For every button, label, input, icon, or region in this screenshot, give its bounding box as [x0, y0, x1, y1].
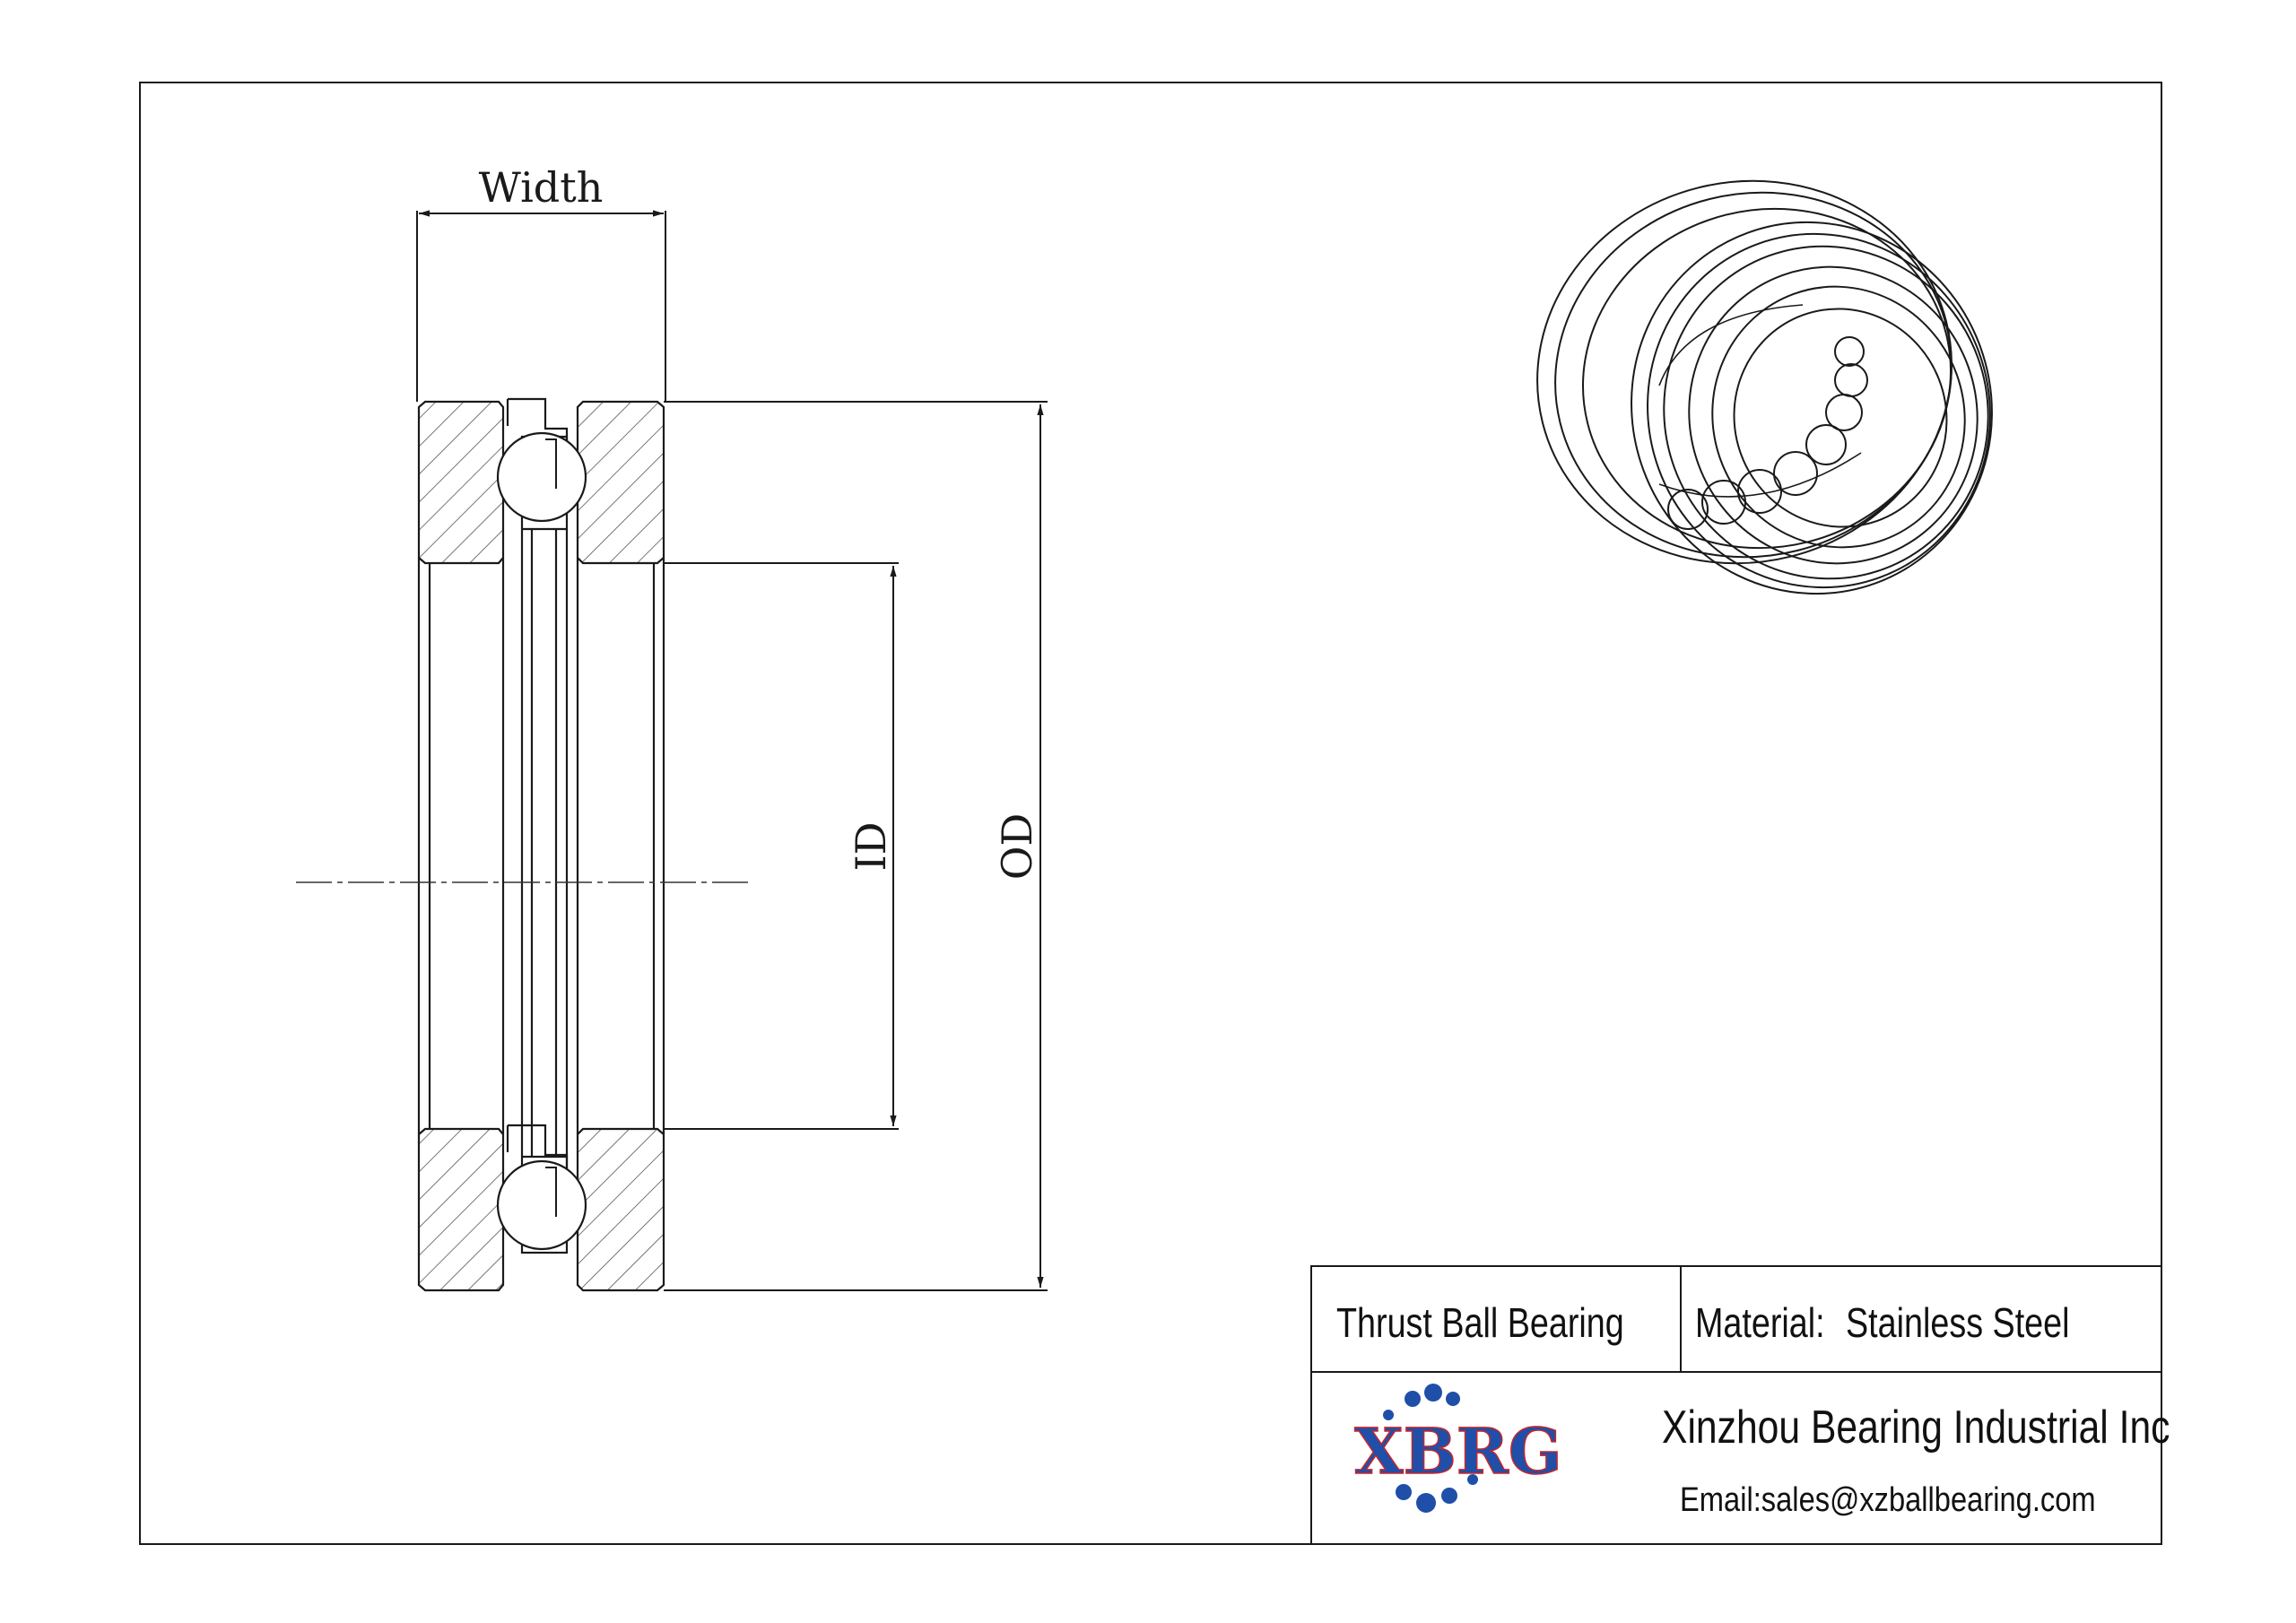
lower-left-washer [417, 1127, 505, 1292]
od-dimension [664, 401, 1048, 1291]
drawing-frame [139, 82, 2162, 1545]
upper-right-washer [576, 400, 665, 565]
od-label: OD [993, 813, 1041, 881]
material-label: Material: [1695, 1299, 1825, 1346]
id-label: ID [847, 821, 895, 871]
company-logo: XBRG [1354, 1384, 1562, 1513]
width-dimension [416, 210, 666, 402]
upper-ball [496, 431, 587, 523]
upper-left-washer [417, 400, 505, 565]
lower-right-washer [576, 1127, 665, 1292]
title-block [1310, 1265, 2162, 1545]
company-email: Email:sales@xzballbearing.com [1680, 1481, 2096, 1519]
bearing-cross-section [417, 397, 665, 1292]
lower-ball [496, 1159, 587, 1251]
product-name: Thrust Ball Bearing [1336, 1299, 1624, 1346]
id-dimension [664, 562, 899, 1130]
logo-letters: XBRG [1354, 1414, 1561, 1488]
material-value: Stainless Steel [1846, 1299, 2070, 1346]
company-name: Xinzhou Bearing Industrial Inc [1662, 1402, 2170, 1454]
bearing-isometric-view [1536, 179, 1993, 595]
width-label: Width [479, 163, 604, 212]
